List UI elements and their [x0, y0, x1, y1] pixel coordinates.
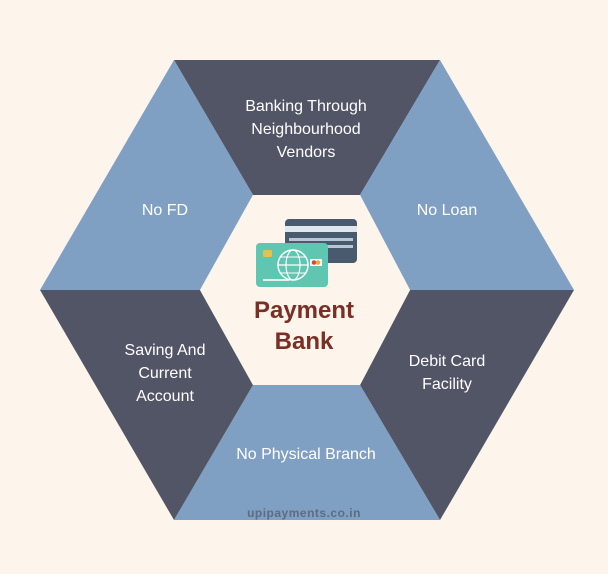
segment-debit-card	[360, 290, 574, 520]
center-title-line: Payment	[253, 297, 355, 324]
label-line: Banking Through	[245, 98, 367, 115]
label-no-loan: No Loan	[387, 199, 507, 222]
label-no-fd: No FD	[115, 199, 215, 222]
label-debit-card-facility: Debit Card Facility	[377, 350, 517, 396]
center-title-line: Bank	[274, 328, 334, 355]
segment-no-fd	[40, 60, 253, 290]
watermark: upipayments.co.in	[247, 506, 361, 520]
label-no-physical-branch: No Physical Branch	[196, 443, 416, 466]
label-line: Saving And	[124, 342, 206, 359]
label-line: Neighbourhood	[251, 121, 361, 138]
label-line: No Physical Branch	[236, 446, 376, 463]
label-banking-through-vendors: Banking Through Neighbourhood Vendors	[206, 95, 406, 164]
segment-banking-through-vendors	[174, 60, 440, 195]
center-hexagon	[200, 195, 410, 385]
segment-saving-current-account	[40, 290, 253, 520]
segment-no-loan	[360, 60, 574, 290]
label-line: No Loan	[416, 202, 478, 219]
label-line: No FD	[141, 202, 189, 219]
label-line: Debit Card	[408, 353, 486, 370]
label-line: Vendors	[276, 144, 336, 161]
credit-cards-icon	[256, 219, 357, 287]
center-title: Payment Bank	[204, 295, 404, 357]
label-line: Account	[136, 388, 194, 405]
segment-no-physical-branch	[174, 385, 440, 520]
label-saving-current-account: Saving And Current Account	[100, 339, 230, 408]
label-line: Current	[138, 365, 192, 382]
label-line: Facility	[422, 376, 472, 393]
